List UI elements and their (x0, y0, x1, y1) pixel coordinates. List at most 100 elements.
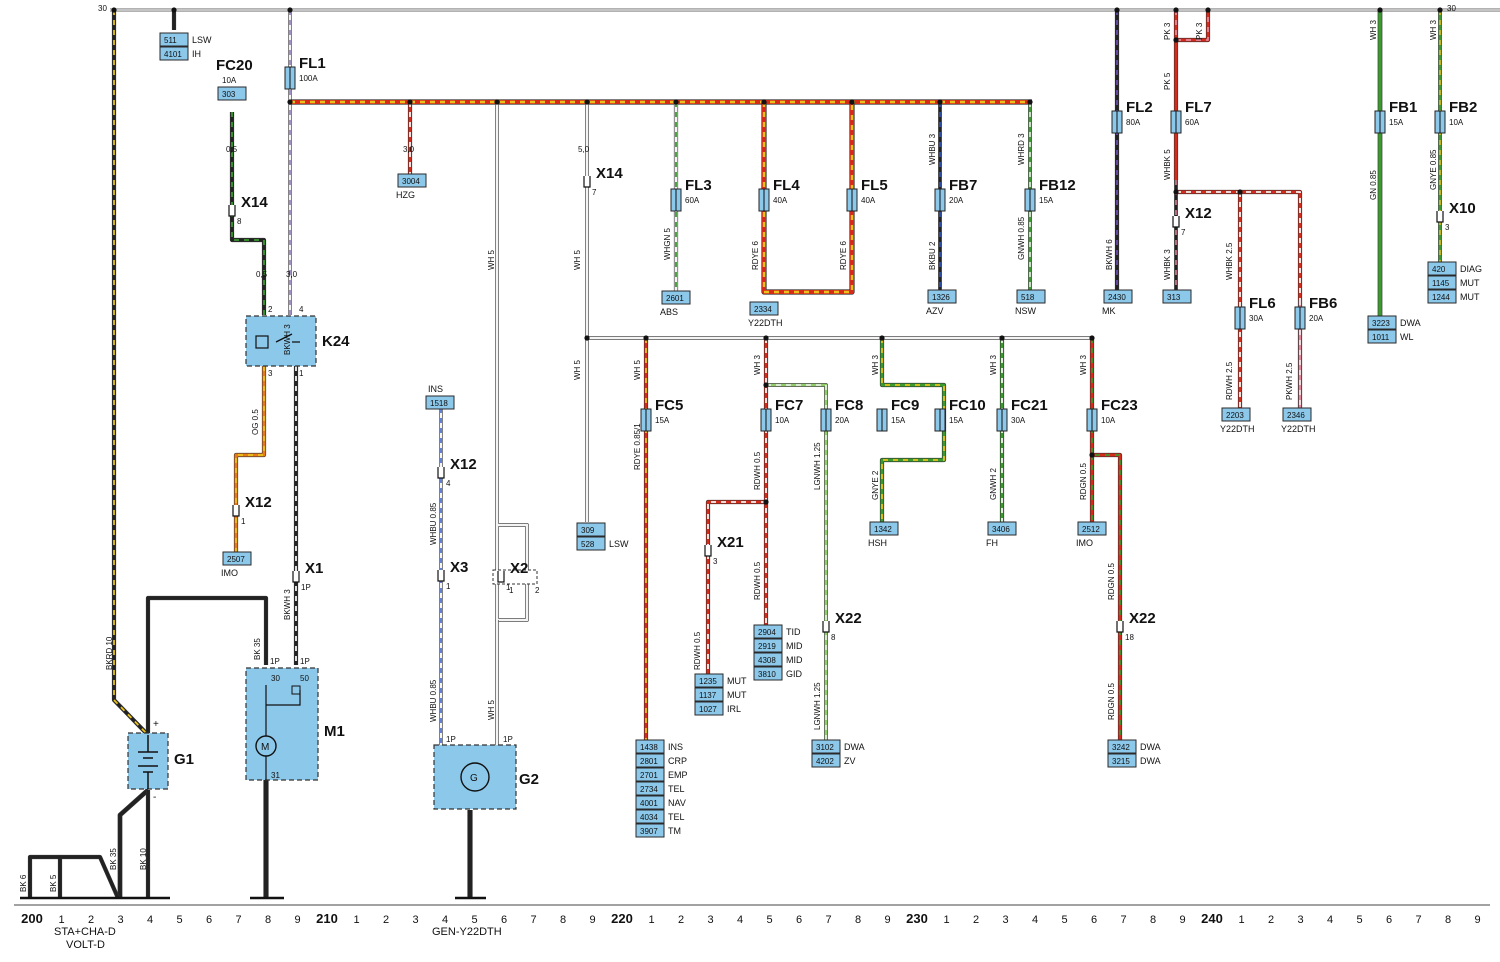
rail-right-number: 30 (1447, 4, 1456, 13)
relay-pin: 2 (268, 305, 273, 314)
terminal-row (753, 638, 783, 653)
terminal-code: 2507 (227, 555, 245, 564)
wire-label: LGNWH 1.25 (813, 682, 822, 730)
terminal-row (987, 521, 1017, 536)
fuse-id: FC23 (1101, 397, 1138, 414)
terminal-code: 1326 (932, 293, 950, 302)
fuses: FL1100AFL280AFL360AFL440AFL540AFL630AFL7… (216, 55, 1477, 432)
connector-pin: 7 (1181, 228, 1186, 237)
terminal-desc: NAV (668, 798, 686, 808)
fuse-rating: 60A (685, 196, 700, 205)
battery-cells-icon (138, 735, 158, 789)
terminal-desc: Y22DTH (1281, 424, 1316, 434)
wire-label: BK 35 (109, 848, 118, 870)
connector-id: X3 (450, 559, 468, 576)
ruler-tick-label: 7 (1415, 914, 1421, 926)
terminal-code: 511 (164, 36, 177, 45)
connector-id: X14 (596, 165, 623, 182)
splice-dot (761, 99, 767, 105)
wire-label: RDWH 0.5 (753, 561, 762, 600)
terminal-row (753, 624, 783, 639)
wire-bk-5 (60, 854, 120, 899)
splice-dot (111, 7, 117, 13)
battery-g1: G1+- (127, 719, 194, 803)
splice-dot (643, 335, 649, 341)
terminal-desc: MK (1102, 306, 1116, 316)
splice-dot (763, 335, 769, 341)
terminal-code: 2701 (640, 771, 658, 780)
wire-label: WHGN 5 (663, 227, 672, 260)
wire-label: OG 0.5 (251, 409, 260, 435)
terminal-code: 1342 (874, 525, 892, 534)
terminal-code: 1235 (699, 677, 717, 686)
terminal-row (635, 753, 665, 768)
connector-pin: 3 (713, 557, 718, 566)
generator-pin: 1P (446, 735, 456, 744)
wire-label: WH 3 (1429, 19, 1438, 40)
terminal-desc: MUT (1460, 278, 1480, 288)
wire-label: WH 5 (633, 359, 642, 380)
terminal-desc: Y22DTH (1220, 424, 1255, 434)
terminal-code: 3102 (816, 743, 834, 752)
wire-bk-35-gnd (117, 788, 150, 898)
terminal-desc: NSW (1015, 306, 1037, 316)
ruler-tick-label: 5 (766, 914, 772, 926)
fuse-rating: 20A (949, 196, 964, 205)
ruler-tick-label: 1 (943, 914, 949, 926)
ruler-tick-label: 2 (678, 914, 684, 926)
terminal-desc: TID (786, 627, 801, 637)
terminal-desc: IMO (221, 568, 238, 578)
connector-x21: X21 3 (704, 534, 744, 566)
splice-dot (494, 99, 500, 105)
wire-rdwh-0.5-b (705, 499, 766, 675)
ruler-tick-label: 5 (471, 914, 477, 926)
splice-dot (1237, 189, 1243, 195)
fuse-id: FL6 (1249, 295, 1276, 312)
connector-id: X21 (717, 534, 744, 551)
terminal-row (1367, 329, 1397, 344)
wire-label: BK 35 (253, 638, 262, 660)
splice-dot (584, 335, 590, 341)
wire-label: WH 5 (573, 359, 582, 380)
terminal-row (1162, 289, 1192, 304)
wire-label: LGNWH 1.25 (813, 442, 822, 490)
terminal-desc: TEL (668, 784, 685, 794)
connector-id: X10 (1449, 200, 1476, 217)
terminal-row (1282, 407, 1312, 422)
wire-label: GN 0.85 (1369, 170, 1378, 200)
terminal-row (1427, 261, 1457, 276)
terminal-code: 3215 (1112, 757, 1130, 766)
terminal-desc: TEL (668, 812, 685, 822)
starter-pin: 50 (300, 674, 309, 683)
terminal-row (159, 32, 189, 47)
ruler-tick-label: 9 (1474, 914, 1480, 926)
wire-label: BKWH 3 (283, 324, 292, 355)
wire-label: BKWH 3 (283, 589, 292, 620)
wire-label: WH 5 (573, 249, 582, 270)
terminal-row (576, 522, 606, 537)
wires (27, 7, 1500, 899)
wire-label: GNWH 2 (989, 467, 998, 500)
terminal-code: 3907 (640, 827, 658, 836)
terminal-row (635, 809, 665, 824)
terminal-code: 2601 (666, 294, 684, 303)
terminal-row (635, 767, 665, 782)
terminal-code: 4308 (758, 656, 776, 665)
terminal-row (811, 753, 841, 768)
ruler-tick-label: 9 (884, 914, 890, 926)
battery-minus: - (153, 792, 156, 803)
wire-label: WHBU 0.85 (429, 679, 438, 722)
wire-label: BK 10 (139, 848, 148, 870)
terminal-code: 2334 (754, 305, 772, 314)
terminal-code: 3242 (1112, 743, 1130, 752)
ruler-tick-label: 6 (501, 914, 507, 926)
wire-label: PKWH 2.5 (1285, 362, 1294, 400)
terminal-desc: INS (668, 742, 683, 752)
